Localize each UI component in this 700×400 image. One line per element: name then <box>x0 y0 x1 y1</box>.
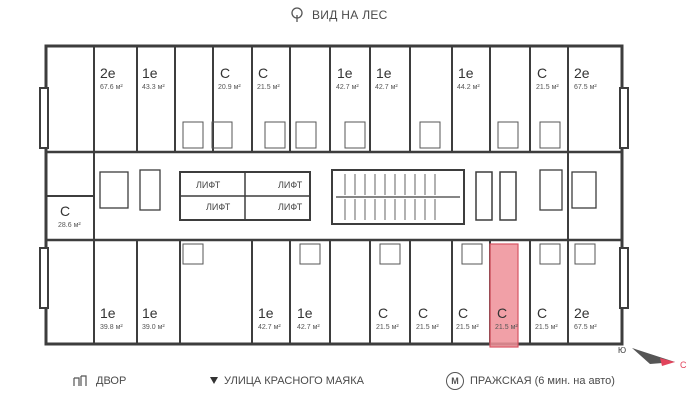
tree-icon <box>291 7 303 22</box>
apartment-area: 39.8 м² <box>100 324 123 331</box>
apartment-type: 1е <box>258 305 274 321</box>
apartment-type: С <box>537 305 547 321</box>
apartment-type: С <box>258 65 268 81</box>
compass-north: С <box>680 360 687 370</box>
apartment-type: С <box>220 65 230 81</box>
apartment-area: 42.7 м² <box>336 84 359 91</box>
yard-icon <box>73 375 87 386</box>
apartment-area: 21.5 м² <box>456 324 479 331</box>
apartment-area: 21.5 м² <box>536 84 559 91</box>
lift-label: ЛИФТ <box>206 202 231 212</box>
apartment-type: С <box>537 65 547 81</box>
apartment-area: 42.7 м² <box>375 84 398 91</box>
apartment-type: С <box>418 305 428 321</box>
apartment-area: 21.5 м² <box>416 324 439 331</box>
apartment-area: 21.5 м² <box>376 324 399 331</box>
apartment-area: 42.7 м² <box>258 324 281 331</box>
apartment-type: С <box>497 305 507 321</box>
apartment-type: 2е <box>100 65 116 81</box>
apartment-type: 2е <box>574 305 590 321</box>
metro-letter: М <box>451 376 459 386</box>
apartment-type: 1е <box>142 305 158 321</box>
legend-metro: М ПРАЖСКАЯ (6 мин. на авто) <box>446 372 615 390</box>
apartment-area: 67.5 м² <box>574 84 597 91</box>
triangle-down-icon <box>210 377 218 384</box>
apartment-type: 1е <box>458 65 474 81</box>
lift-label: ЛИФТ <box>196 180 221 190</box>
apartment-type: 1е <box>337 65 353 81</box>
yard-label: ДВОР <box>96 375 127 387</box>
apartment-type: 1е <box>297 305 313 321</box>
compass-south: Ю <box>618 346 626 355</box>
apartment-area: 21.5 м² <box>257 84 280 91</box>
apartments-bottom: 1е 39.8 м² 1е 39.0 м² 1е 42.7 м² 1е 42.7… <box>100 305 597 331</box>
apartments-top: 2е 67.6 м² 1е 43.3 м² С 20.9 м² С 21.5 м… <box>100 65 597 91</box>
highlighted-apartment[interactable] <box>489 243 519 348</box>
apartment-area: 21.5 м² <box>495 324 518 331</box>
apartment-area: 39.0 м² <box>142 324 165 331</box>
metro-label: ПРАЖСКАЯ (6 мин. на авто) <box>470 375 615 387</box>
apartment-type: С <box>458 305 468 321</box>
apartment-area: 42.7 м² <box>297 324 320 331</box>
apartment-type: 1е <box>376 65 392 81</box>
apartment-area: 43.3 м² <box>142 84 165 91</box>
header-title: ВИД НА ЛЕС <box>312 8 388 22</box>
street-label: УЛИЦА КРАСНОГО МАЯКА <box>224 375 364 387</box>
apartment-area: 21.5 м² <box>535 324 558 331</box>
compass-arrow-north <box>660 358 675 366</box>
header: ВИД НА ЛЕС <box>290 6 388 24</box>
apartment-area: 67.5 м² <box>574 324 597 331</box>
apartment-type: С <box>378 305 388 321</box>
lift-label: ЛИФТ <box>278 180 303 190</box>
apartment-area: 67.6 м² <box>100 84 123 91</box>
apartment-area: 44.2 м² <box>457 84 480 91</box>
compass: Ю С <box>618 346 687 370</box>
lift-label: ЛИФТ <box>278 202 303 212</box>
apartment-area: 20.9 м² <box>218 84 241 91</box>
metro-icon: М <box>446 372 464 390</box>
apartment-area: 28.6 м² <box>58 222 81 229</box>
apartment-type: 1е <box>100 305 116 321</box>
apartment-type: 2е <box>574 65 590 81</box>
apartment-type: С <box>60 203 70 219</box>
legend-street: УЛИЦА КРАСНОГО МАЯКА <box>210 375 364 387</box>
apartment-type: 1е <box>142 65 158 81</box>
legend-yard: ДВОР <box>72 374 126 388</box>
